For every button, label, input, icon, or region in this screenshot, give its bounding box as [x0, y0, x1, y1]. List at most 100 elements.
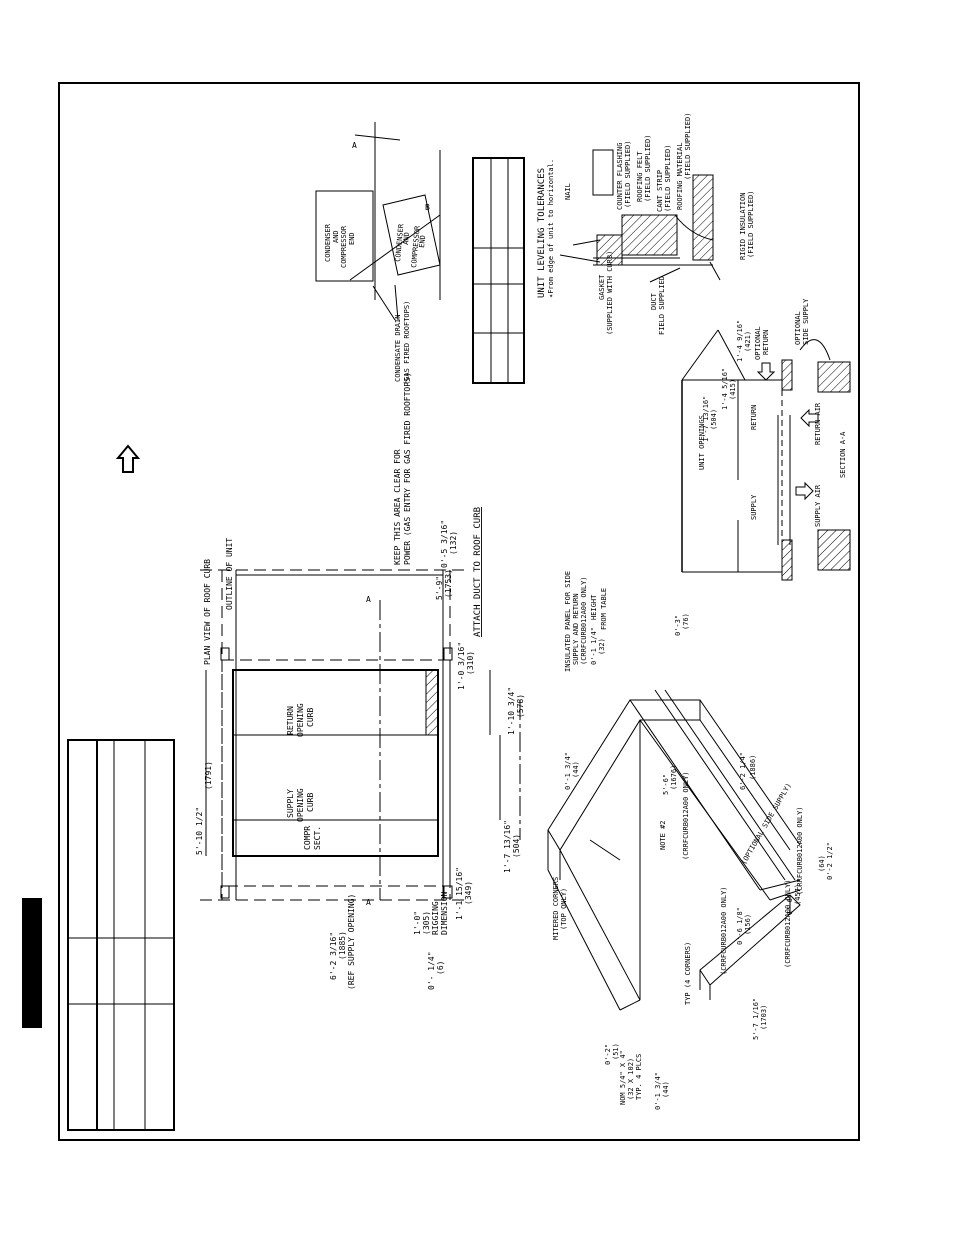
dimension-e-mm: (132) [449, 531, 458, 555]
crrf-only-note-4: (CRRFCURB012A00 ONLY) [720, 886, 728, 975]
condenser-end-label-b4: END [418, 235, 427, 248]
supply-opening-label-2: OPENING [296, 788, 305, 822]
nail-label: NAIL [564, 183, 572, 200]
width-dimension: 5'-10 1/2" [195, 807, 204, 855]
dim-0-1-1-4: 0'-1 1/4" [590, 627, 598, 665]
roofing-material-label: ROOFING MATERIAL [676, 143, 684, 210]
dim-1-6: 1'-6" [786, 894, 794, 915]
roofing-felt-label: ROOFING FELT [636, 151, 644, 202]
dimension-b-mm: (504) [512, 834, 521, 858]
edge-dimension-mm: (6) [436, 961, 445, 975]
condensate-drain-note: (GAS FIRED ROOFTOPS) [403, 301, 411, 385]
flashing-detail [559, 149, 721, 283]
height-label: HEIGHT [590, 594, 598, 620]
optional-side-supply-label-2: SIDE SUPPLY [802, 298, 810, 345]
nom-lumber-label: NOM 5/4" X 4" [619, 1050, 627, 1105]
dim-0-2-mm: (51) [612, 1043, 620, 1060]
rigid-insulation-label: RIGID INSULATION [739, 193, 747, 260]
dim-1-6-mm: (457) [794, 884, 802, 905]
mitered-corners-label: MITERED CORNERS [552, 877, 560, 940]
supply-opening-label-3: CURB [306, 793, 315, 812]
dim-0-6-1-8: 0'-6 1/8" [736, 907, 744, 945]
section-dim-2-mm: (415) [729, 379, 737, 400]
dim-5-6: 5'-6" [662, 774, 670, 795]
page-tab-marker [22, 898, 42, 1028]
attach-duct-note: ATTACH DUCT TO ROOF CURB [473, 507, 483, 637]
leveling-tolerances-note: ✴From edge of unit to horizontal. [547, 159, 555, 298]
cant-strip-supplied: (FIELD SUPPLIED) [664, 145, 672, 212]
roofing-felt-supplied: (FIELD SUPPLIED) [644, 135, 652, 202]
length-dimension-mm: (1885) [338, 931, 347, 960]
optional-return-label-2: RETURN [762, 330, 770, 355]
compr-sect-label: COMPR [303, 826, 312, 850]
outline-of-unit-label: OUTLINE OF UNIT [225, 538, 234, 610]
section-dim-2: 1'-4 5/16" [721, 368, 729, 410]
supply-opening-label: SUPPLY [286, 789, 295, 818]
typ-corners-label: TYP (4 CORNERS) [684, 942, 692, 1005]
optional-side-supply-label: OPTIONAL [794, 311, 802, 345]
rigging-label: RIGGING [431, 901, 440, 935]
plan-view [200, 569, 521, 901]
leveling-marker-b: B [425, 203, 430, 212]
section-dim-3: 1'-4 9/16" [736, 320, 744, 362]
ref-supply-opening-label: (REF SUPPLY OPENING) [347, 894, 356, 990]
dimension-e: 0'-5 3/16" [440, 520, 449, 568]
section-title: SECTION A-A [839, 431, 847, 478]
section-a-a [681, 329, 851, 581]
optional-return-label: OPTIONAL [754, 326, 762, 360]
dim-5-7-1-16-mm: (1703) [760, 1005, 768, 1030]
note-2-label: NOTE #2 [659, 820, 667, 850]
edge-dimension: 0'- 1/4" [427, 951, 436, 990]
keep-clear-note: KEEP THIS AREA CLEAR FOR [393, 449, 402, 565]
leveling-tolerances-title: UNIT LEVELING TOLERANCES [537, 168, 547, 298]
rigging-dimension-label: DIMENSION [440, 891, 449, 935]
crrf-only-note-3: (CRRFCURB012A00 ONLY) [784, 879, 792, 968]
plan-view-label: PLAN VIEW OF ROOF CURB [203, 559, 212, 665]
section-marker-a-bottom: A [366, 898, 371, 907]
dim-0-2: 0'-2" [604, 1044, 612, 1065]
nom-lumber-places: TYP. 4 PLCS [635, 1054, 643, 1100]
dim-0-1-3-4-b-mm: (44) [662, 1081, 670, 1098]
section-return-label: RETURN [750, 405, 758, 430]
dimension-c-mm: (578) [516, 694, 525, 718]
return-air-label: RETURN AIR [814, 402, 822, 445]
dimension-b: 1'-7 13/16" [503, 820, 512, 873]
dim-0-6-1-8-mm: (156) [744, 914, 752, 935]
section-dim-1-mm: (504) [710, 409, 718, 430]
condenser-end-label-3: COMPRESSOR [340, 225, 348, 268]
condenser-end-label-2: AND [332, 230, 340, 243]
dim-0-1-3-4: 0'-1 3/4" [564, 752, 572, 790]
depth-dimension-mm: (1753) [444, 569, 453, 598]
section-marker-a-top: A [366, 595, 371, 604]
dim-6-2-1-4-mm: (1886) [749, 755, 757, 780]
compr-sect-label-2: SECT. [313, 826, 322, 850]
dim-0-2-1-2-mm: (64) [818, 855, 826, 872]
section-dim-3-mm: (421) [744, 331, 752, 352]
section-dim-1: 1'-7 13/16" [702, 396, 710, 442]
duct-label: DUCT [650, 292, 658, 310]
length-dimension: 6'-2 3/16" [329, 932, 338, 980]
counter-flashing-label: COUNTER FLASHING [616, 143, 624, 210]
width-dimension-mm: (1791) [204, 761, 213, 790]
leveling-marker-a: A [352, 141, 357, 150]
condenser-end-label-b3: COMPRESSOR [410, 225, 422, 268]
dim-5-7-1-16: 5'-7 1/16" [752, 998, 760, 1040]
dimension-a: 1'-1 15/16" [455, 867, 464, 920]
condenser-end-label-b2: AND [402, 232, 411, 245]
depth-dimension: 5'-9" [435, 576, 444, 600]
rigging-dimension-mm: (305) [422, 911, 431, 935]
counter-flashing-supplied: (FIELD SUPPLIED) [624, 141, 632, 208]
insulated-panel-label: INSULATED PANEL FOR SIDE [564, 571, 572, 672]
rigid-insulation-supplied: (FIELD SUPPLIED) [747, 191, 755, 258]
nom-lumber-mm: (32 X 102) [627, 1058, 635, 1100]
duct-supplied: FIELD SUPPLIED [658, 276, 666, 335]
return-opening-label: RETURN [286, 706, 295, 735]
condenser-end-label-4: END [348, 232, 356, 245]
dimension-table [67, 739, 175, 1131]
drawing-frame [58, 82, 860, 1141]
condensate-drain-label: CONDENSATE DRAIN [394, 315, 402, 382]
dimension-d: 1'-0 3/16" [457, 642, 466, 690]
keep-clear-note-2: POWER (GAS ENTRY FOR GAS FIRED ROOFTOPS) [403, 372, 412, 565]
dim-5-6-mm: (1676) [670, 765, 678, 790]
